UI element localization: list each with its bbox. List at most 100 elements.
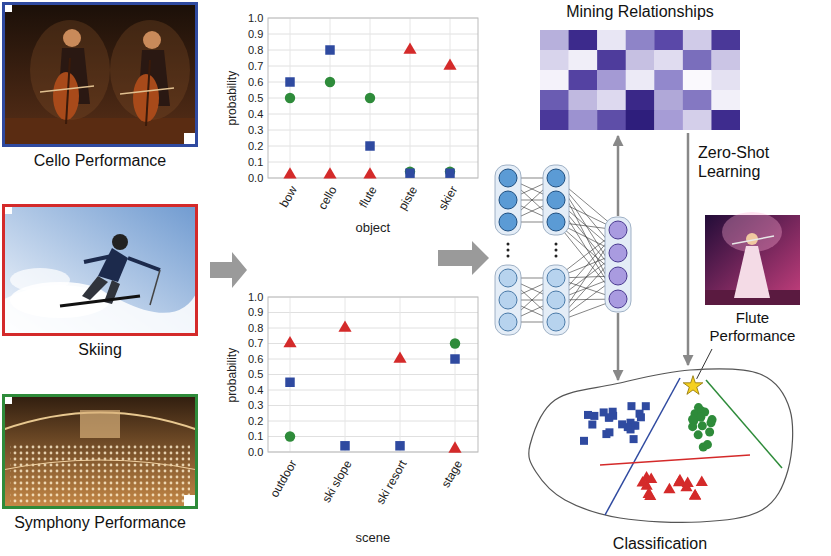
- data-point: [708, 415, 717, 424]
- data-marker: [283, 336, 296, 347]
- neuron: [499, 313, 517, 331]
- heatmap-panel: Mining Relationships: [530, 2, 750, 130]
- heatmap-cell: [683, 110, 712, 130]
- photo-ground: [2, 394, 198, 509]
- heatmap-cell: [597, 70, 626, 90]
- heatmap-cell: [626, 50, 655, 70]
- data-marker: [365, 93, 375, 103]
- skis: [60, 296, 140, 306]
- tick-label-holder: 0.8: [248, 322, 263, 335]
- tick-label: 0.4: [248, 108, 263, 121]
- edge-label: Zero-Shot Learning: [698, 143, 793, 181]
- tick-label: 0.2: [248, 140, 263, 153]
- heatmap-cell: [683, 50, 712, 70]
- tick-label: 0.3: [248, 399, 263, 412]
- neuron: [609, 267, 627, 285]
- flow-arrow: [687, 133, 690, 365]
- grid-line: [268, 374, 478, 375]
- heatmap-cell: [683, 90, 712, 110]
- tick-label-holder: 1.0: [248, 291, 263, 304]
- data-point: [698, 421, 707, 430]
- data-marker: [365, 141, 374, 150]
- photo-panel: Flute Performance: [700, 215, 805, 345]
- decision-boundary: [605, 378, 680, 515]
- organ: [80, 410, 120, 438]
- tick-label: 0.8: [248, 44, 263, 57]
- star-marker: [683, 376, 703, 395]
- photo-caption: Flute Performance: [700, 309, 805, 345]
- flow-arrow: [438, 241, 489, 275]
- tick-label: 0.2: [248, 415, 263, 428]
- neuron: [547, 169, 565, 187]
- neuron: [547, 269, 565, 287]
- data-marker: [285, 77, 294, 86]
- grid-line: [268, 343, 478, 344]
- skier-helmet: [112, 234, 128, 250]
- data-marker: [340, 441, 349, 450]
- neuron: [609, 221, 627, 239]
- category-label-holder: outdoor: [267, 458, 300, 500]
- tick-label: 0.1: [248, 430, 263, 443]
- category-label-holder: piste: [395, 184, 420, 213]
- flute-photo: [705, 212, 800, 305]
- data-point: [618, 420, 626, 428]
- photo-frame: [2, 204, 198, 336]
- neuron: [499, 191, 517, 209]
- neuron: [547, 313, 565, 331]
- heatmap-cell: [654, 30, 683, 50]
- heatmap: [540, 30, 740, 130]
- network-links: [508, 178, 618, 322]
- data-point: [663, 483, 675, 494]
- heatmap-cell: [654, 90, 683, 110]
- ellipsis-dot: [507, 255, 510, 258]
- axis-title-holder: scene: [356, 530, 391, 546]
- skier-body: [98, 248, 128, 282]
- heatmap-cell: [540, 30, 569, 50]
- tick-label: 0.7: [248, 60, 263, 73]
- neuron: [547, 213, 565, 231]
- heatmap-cell: [540, 70, 569, 90]
- layer-box: [543, 265, 569, 335]
- ellipsis-dot: [507, 243, 510, 246]
- data-point: [605, 413, 613, 421]
- data-point: [688, 415, 697, 424]
- photo-ground: [2, 204, 198, 336]
- tick-label-holder: 0.0: [248, 446, 263, 459]
- heading-block: Mining Relationships: [530, 2, 750, 28]
- tick-label-holder: 0.0: [248, 172, 263, 185]
- category-label-holder: bow: [277, 184, 300, 210]
- heatmap-cell: [569, 110, 598, 130]
- data-point: [588, 421, 596, 429]
- data-marker: [445, 168, 454, 177]
- ellipsis-dot: [555, 255, 558, 258]
- heatmap-cell: [711, 30, 740, 50]
- tick-label-holder: 0.4: [248, 108, 263, 121]
- photo-panel: Symphony Performance: [2, 394, 198, 532]
- category-label: flute: [356, 184, 380, 211]
- data-point: [673, 476, 685, 487]
- grid-line: [268, 114, 478, 115]
- neuron: [499, 269, 517, 287]
- grid-line: [410, 18, 411, 178]
- photo-frame: [2, 2, 198, 147]
- tick-label-holder: 0.5: [248, 92, 263, 105]
- cello-photo: [2, 2, 198, 147]
- neuron: [499, 169, 517, 187]
- heatmap-cell: [597, 30, 626, 50]
- data-marker: [448, 441, 461, 452]
- caption-block: Flute Performance: [700, 215, 805, 345]
- data-marker: [285, 378, 294, 387]
- player-head: [63, 29, 81, 47]
- tick-label-holder: 1.0: [248, 12, 263, 25]
- skier-leg: [82, 276, 108, 300]
- leader-line: [697, 349, 712, 379]
- grid-line: [268, 390, 478, 391]
- orchestra: [10, 445, 190, 505]
- tick-label: 1.0: [248, 291, 263, 304]
- data-point: [703, 440, 712, 449]
- grid-line: [345, 297, 346, 452]
- tick-label: 0.1: [248, 156, 263, 169]
- neuron: [499, 291, 517, 309]
- category-label: piste: [395, 184, 420, 213]
